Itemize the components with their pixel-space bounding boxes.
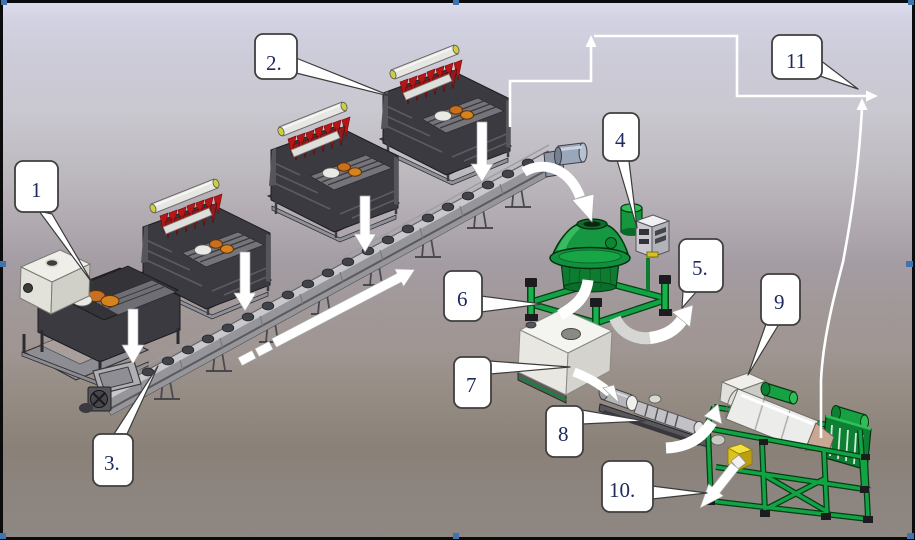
svg-text:4: 4 (615, 128, 626, 152)
svg-text:11: 11 (786, 49, 806, 73)
svg-text:3.: 3. (104, 451, 120, 475)
svg-text:10.: 10. (609, 478, 635, 502)
svg-text:1: 1 (31, 178, 42, 202)
svg-text:9: 9 (774, 290, 785, 314)
svg-text:5.: 5. (692, 256, 708, 280)
svg-text:2.: 2. (266, 51, 282, 75)
svg-text:6: 6 (457, 287, 468, 311)
svg-text:7: 7 (466, 373, 477, 397)
svg-text:8: 8 (558, 422, 569, 446)
